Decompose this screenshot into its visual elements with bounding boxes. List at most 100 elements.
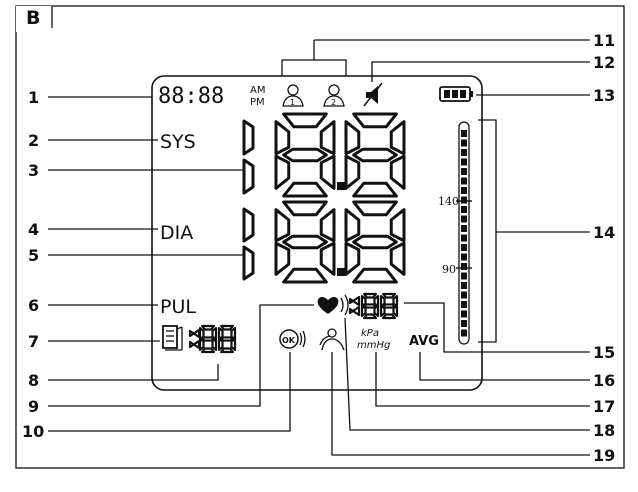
callout-3: 3 bbox=[28, 161, 39, 180]
leader-18 bbox=[344, 317, 590, 431]
ok-icon: OK bbox=[279, 329, 306, 349]
clock-display: 88:88 bbox=[158, 84, 224, 109]
callout-4: 4 bbox=[28, 220, 39, 239]
scale-bar-segment bbox=[461, 196, 467, 204]
dia-decimal-dot bbox=[337, 268, 345, 276]
memory-digits bbox=[188, 324, 237, 354]
memory-digit-1 bbox=[188, 328, 201, 350]
callout-17: 17 bbox=[593, 397, 615, 416]
callout-1: 1 bbox=[28, 88, 39, 107]
callout-15: 15 bbox=[593, 343, 615, 362]
leader-12 bbox=[371, 61, 590, 82]
leader-15 bbox=[404, 302, 590, 353]
user-1-number: 1 bbox=[290, 98, 295, 107]
callout-10: 10 bbox=[22, 422, 44, 441]
scale-bar-segment bbox=[461, 244, 467, 251]
scale-bar-segment bbox=[461, 225, 467, 232]
pulse-digit-1 bbox=[348, 295, 361, 317]
scale-bar-segment bbox=[461, 158, 467, 166]
user-2-icon: 2 bbox=[323, 84, 345, 107]
dia-digit-1 bbox=[242, 207, 255, 281]
leader-19 bbox=[331, 352, 590, 456]
scale-bar-segment bbox=[461, 177, 467, 185]
memory-digit-3 bbox=[217, 324, 237, 354]
leader-17 bbox=[375, 352, 590, 407]
scale-bar-segment bbox=[461, 291, 467, 299]
user-1-icon: 1 bbox=[282, 84, 304, 107]
callout-16: 16 bbox=[593, 371, 615, 390]
bracket-14 bbox=[478, 119, 497, 343]
callout-2: 2 bbox=[28, 131, 39, 150]
dia-digits bbox=[242, 200, 406, 284]
callout-13: 13 bbox=[593, 86, 615, 105]
sys-digit-1 bbox=[242, 119, 255, 195]
pul-label: PUL bbox=[160, 296, 196, 318]
scale-bar-segment bbox=[461, 187, 467, 194]
bracket-11 bbox=[281, 59, 347, 76]
leader-8 bbox=[48, 364, 219, 381]
scale-bar-segment bbox=[461, 206, 467, 213]
callout-8: 8 bbox=[28, 371, 39, 390]
dia-digit-2 bbox=[274, 200, 336, 284]
callout-7: 7 bbox=[28, 332, 39, 351]
callout-14: 14 bbox=[593, 223, 615, 242]
pulse-digit-2 bbox=[360, 292, 380, 320]
unit-mmhg: mmHg bbox=[357, 340, 390, 351]
memory-icon bbox=[162, 325, 183, 351]
am-indicator: AM bbox=[250, 85, 265, 96]
callout-9: 9 bbox=[28, 397, 39, 416]
outer-frame bbox=[15, 5, 625, 469]
scale-bar-segment bbox=[461, 149, 467, 156]
scale-label-90: 90 bbox=[442, 263, 456, 276]
scale-bar-segment bbox=[461, 329, 467, 337]
scale-bar-segment bbox=[461, 301, 467, 308]
memory-digit-2 bbox=[198, 324, 218, 354]
scale-bar-segment bbox=[461, 263, 467, 270]
scale-bar-segment bbox=[461, 168, 467, 175]
unit-kpa: kPa bbox=[361, 328, 379, 339]
scale-bar-segment bbox=[461, 320, 467, 327]
ok-label: OK bbox=[282, 336, 296, 345]
scale-bar-segment bbox=[461, 310, 467, 318]
bp-scale-bar bbox=[456, 121, 472, 345]
sys-label: SYS bbox=[160, 131, 196, 153]
scale-bar-segment bbox=[461, 272, 467, 280]
heart-icon bbox=[317, 294, 349, 316]
sys-digits bbox=[242, 112, 406, 198]
leader-16 bbox=[419, 352, 590, 381]
callout-5: 5 bbox=[28, 246, 39, 265]
scale-label-140: 140 bbox=[438, 195, 459, 208]
panel-letter: B bbox=[26, 7, 40, 29]
scale-bar-segment bbox=[461, 282, 467, 289]
dia-digit-3 bbox=[344, 200, 406, 284]
leader-10 bbox=[48, 352, 291, 432]
sys-digit-3 bbox=[344, 112, 406, 198]
callouts-right: 11 12 13 14 15 16 17 18 19 bbox=[593, 31, 615, 465]
sys-decimal-dot bbox=[337, 182, 345, 190]
callout-19: 19 bbox=[593, 446, 615, 465]
clock-digits: 88:88 bbox=[158, 84, 224, 109]
callout-6: 6 bbox=[28, 296, 39, 315]
callout-18: 18 bbox=[593, 421, 615, 440]
battery-icon bbox=[439, 86, 473, 102]
callouts-left: 1 2 3 4 5 6 7 8 9 10 bbox=[22, 88, 44, 441]
body-posture-icon bbox=[319, 328, 345, 351]
scale-bar-segment bbox=[461, 253, 467, 261]
scale-bar-segment bbox=[461, 130, 467, 137]
avg-label: AVG bbox=[409, 334, 439, 349]
dia-label: DIA bbox=[160, 222, 193, 244]
callout-11: 11 bbox=[593, 31, 615, 50]
scale-bar-segment bbox=[461, 215, 467, 223]
leader-9 bbox=[48, 304, 314, 407]
mute-icon bbox=[363, 82, 383, 107]
pulse-digit-3 bbox=[379, 292, 399, 320]
lcd-frame bbox=[151, 75, 483, 391]
scale-bar-segment bbox=[461, 234, 467, 242]
pul-digits bbox=[348, 292, 399, 320]
sys-digit-2 bbox=[274, 112, 336, 198]
scale-bar-segment bbox=[461, 139, 467, 147]
panel-letter-mask bbox=[16, 6, 52, 32]
user-2-number: 2 bbox=[331, 98, 336, 107]
callout-12: 12 bbox=[593, 53, 615, 72]
